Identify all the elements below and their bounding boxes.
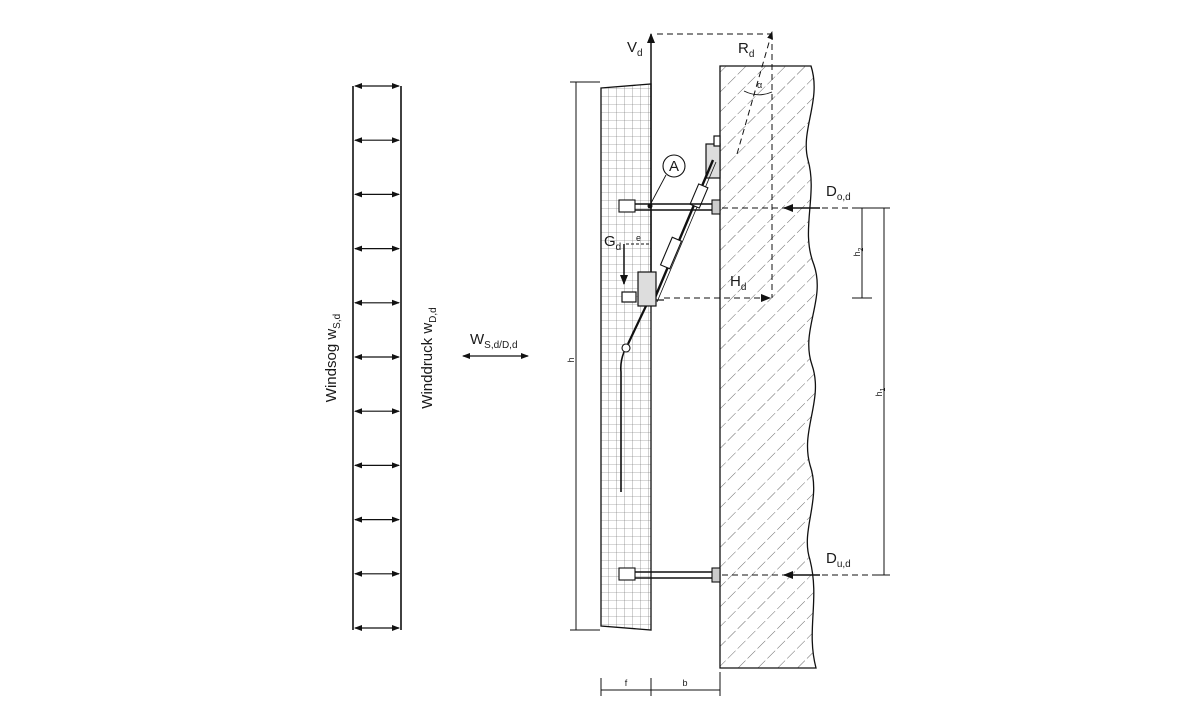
alpha-arc xyxy=(743,90,773,96)
force-parallelogram xyxy=(657,33,773,298)
gd-label: Gd xyxy=(604,233,621,253)
wind-load-diagram xyxy=(352,83,402,631)
dimension-h-label: h xyxy=(566,357,576,362)
lower-anchor xyxy=(618,567,721,583)
dimension-h2-label: h2 xyxy=(852,247,865,256)
wind-resultant-label: WS,d/D,d xyxy=(470,331,518,351)
detail-a-label: A xyxy=(669,158,679,175)
concrete-wall xyxy=(719,65,818,669)
dimension-f-label: f xyxy=(625,678,628,688)
rd-arrow xyxy=(736,31,773,155)
rd-label: Rd xyxy=(738,40,754,60)
dimension-b-label: b xyxy=(682,678,687,688)
vd-label: Vd xyxy=(627,39,643,59)
dimension-h1-label: h1 xyxy=(874,387,887,396)
lower-bracket xyxy=(621,271,664,307)
hd-label: Hd xyxy=(730,273,746,293)
du-label: Du,d xyxy=(826,550,851,570)
wind-load-arrows xyxy=(354,83,400,631)
do-label: Do,d xyxy=(826,183,851,203)
upper-anchor xyxy=(618,199,721,215)
embedded-rod xyxy=(620,305,647,492)
facade-panel xyxy=(600,83,652,631)
dimension-h1 xyxy=(878,207,890,576)
detail-a-leader xyxy=(649,174,667,206)
tension-rod xyxy=(652,159,717,303)
windsog-label: Windsog wS,d xyxy=(323,314,343,402)
e-label: e xyxy=(636,233,641,243)
dimension-h xyxy=(570,81,600,631)
winddruck-label: Winddruck wD,d xyxy=(419,307,439,408)
dimension-h2 xyxy=(852,207,872,299)
alpha-label: α xyxy=(757,80,762,90)
dimension-f-b xyxy=(600,672,721,696)
detail-a-circle xyxy=(662,154,686,178)
